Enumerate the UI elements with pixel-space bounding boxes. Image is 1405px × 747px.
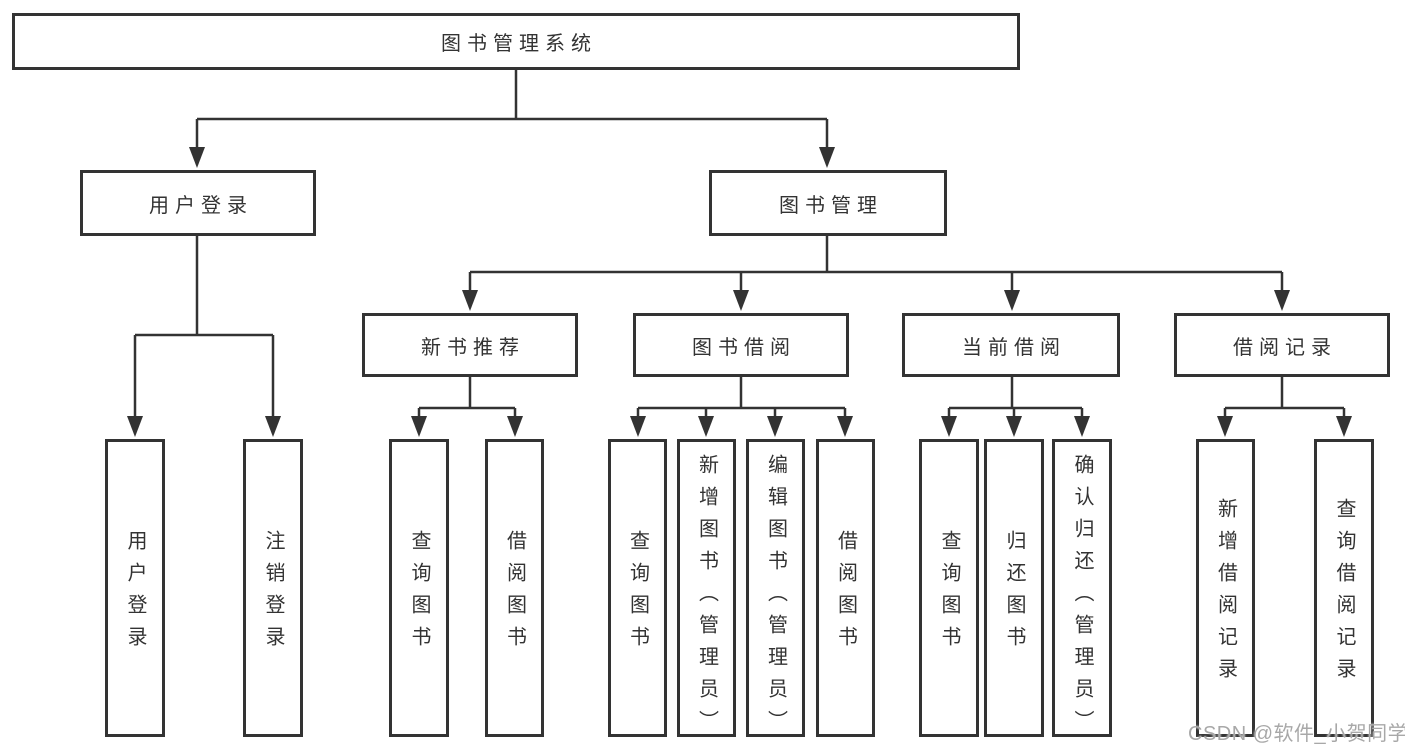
leaf-query-books-recommend-label: 查询图书 xyxy=(408,530,430,658)
leaf-user-login: 用户登录 xyxy=(105,439,165,737)
leaf-query-books-borrowing: 查询图书 xyxy=(608,439,667,737)
leaf-logout-label: 注销登录 xyxy=(262,530,284,658)
node-current-borrowing-label: 当前借阅 xyxy=(962,336,1066,359)
leaf-query-books-borrowing-label: 查询图书 xyxy=(626,530,649,658)
leaf-edit-book-admin: 编辑图书（管理员） xyxy=(746,439,805,742)
csdn-watermark: CSDN @软件_小贺同学 xyxy=(1188,723,1405,745)
leaf-borrow-books-borrowing-label: 借阅图书 xyxy=(834,530,857,658)
leaf-query-borrow-record-label: 查询借阅记录 xyxy=(1333,498,1355,690)
node-new-book-recommendation: 新书推荐 xyxy=(362,313,578,377)
node-borrowing-records: 借阅记录 xyxy=(1174,313,1390,377)
node-book-borrowing-label: 图书借阅 xyxy=(692,336,796,359)
leaf-query-books-current-label: 查询图书 xyxy=(938,530,960,658)
leaf-query-books-current: 查询图书 xyxy=(919,439,979,737)
leaf-add-borrow-record: 新增借阅记录 xyxy=(1196,439,1255,737)
leaf-confirm-return-admin: 确认归还（管理员） xyxy=(1052,439,1112,742)
node-user-login: 用户登录 xyxy=(80,170,316,236)
node-book-management: 图书管理 xyxy=(709,170,947,236)
leaf-add-borrow-record-label: 新增借阅记录 xyxy=(1214,498,1237,690)
leaf-add-book-admin-label: 新增图书（管理员） xyxy=(695,454,718,742)
leaf-borrow-books-recommend: 借阅图书 xyxy=(485,439,544,737)
leaf-logout: 注销登录 xyxy=(243,439,303,737)
leaf-borrow-books-recommend-label: 借阅图书 xyxy=(503,530,526,658)
node-new-book-recommendation-label: 新书推荐 xyxy=(421,336,525,359)
leaf-user-login-label: 用户登录 xyxy=(124,530,146,658)
node-book-management-label: 图书管理 xyxy=(779,194,883,217)
arrowheads xyxy=(127,147,1352,437)
leaf-query-borrow-record: 查询借阅记录 xyxy=(1314,439,1374,737)
node-book-borrowing: 图书借阅 xyxy=(633,313,849,377)
leaf-confirm-return-admin-label: 确认归还（管理员） xyxy=(1071,454,1093,742)
node-library-system-label: 图书管理系统 xyxy=(441,33,597,55)
leaf-edit-book-admin-label: 编辑图书（管理员） xyxy=(764,454,787,742)
leaf-query-books-recommend: 查询图书 xyxy=(389,439,449,737)
node-user-login-label: 用户登录 xyxy=(149,194,253,217)
leaf-return-book-label: 归还图书 xyxy=(1003,530,1025,658)
node-library-system: 图书管理系统 xyxy=(12,13,1020,70)
leaf-borrow-books-borrowing: 借阅图书 xyxy=(816,439,875,737)
leaf-add-book-admin: 新增图书（管理员） xyxy=(677,439,736,742)
node-current-borrowing: 当前借阅 xyxy=(902,313,1120,377)
leaf-return-book: 归还图书 xyxy=(984,439,1044,737)
node-borrowing-records-label: 借阅记录 xyxy=(1233,336,1337,359)
